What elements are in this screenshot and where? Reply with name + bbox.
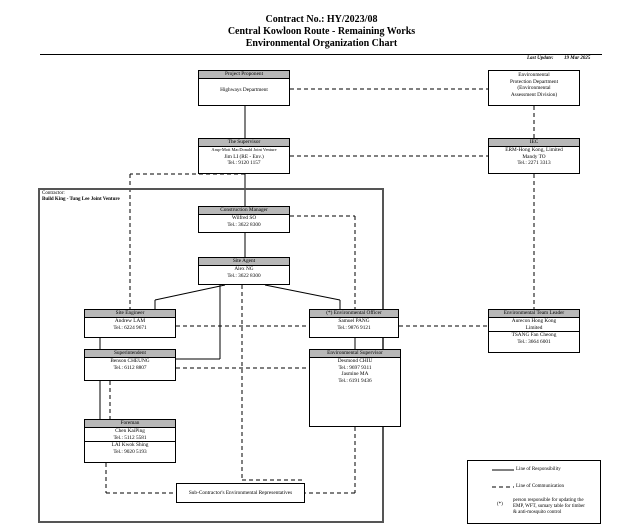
subcontractor-box: Sub-Contractor's Environmental Represent… <box>176 483 305 503</box>
legend-star-note-1: person responsible for updating the <box>513 498 584 503</box>
iec-org: ERM-Hong Kong, Limited <box>505 147 563 153</box>
last-update-date: 19 Mar 2025 <box>564 56 591 61</box>
iec-person: Mandy TO <box>522 153 546 160</box>
contractor-name: Build King - Tung Lee Joint Venture <box>42 197 120 202</box>
site-engineer-name: Andrew LAM <box>114 318 146 324</box>
environmental-officer-box: (*) Environmental Officer Samuel PANG Te… <box>309 309 399 338</box>
subcontractor-label: Sub-Contractor's Environmental Represent… <box>188 490 293 496</box>
supervisor-box: The Supervisor Arup-Mott MacDonald Joint… <box>198 138 290 174</box>
env-team-leader-separator <box>489 331 579 333</box>
site-engineer-title: Site Engineer <box>85 310 175 318</box>
epd-line-3: (Environmental <box>517 85 551 92</box>
site-engineer-box: Site Engineer Andrew LAM Tel.: 6224 9671 <box>84 309 176 338</box>
project-name-title: Central Kowloon Route - Remaining Works <box>227 26 416 37</box>
foreman-phone-1: Tel.: 5112 5581 <box>113 434 147 441</box>
construction-manager-title: Construction Manager <box>199 207 289 215</box>
env-team-leader-org-2: Limited <box>525 324 543 331</box>
env-team-leader-person: TSANG Fan Cheong <box>511 332 557 339</box>
construction-manager-name: Wilfred SO <box>231 215 257 221</box>
legend-star-note-3: & anti-mosquito control <box>513 510 562 515</box>
contract-number-title: Contract No.: HY/2023/08 <box>265 14 378 25</box>
foreman-title: Foreman <box>85 420 175 428</box>
superintendent-title: Superintendent <box>85 350 175 358</box>
site-agent-phone: Tel.: 3622 8300 <box>227 272 261 279</box>
construction-manager-box: Construction Manager Wilfred SO Tel.: 36… <box>198 206 290 233</box>
superintendent-box: Superintendent Benson CHEUNG Tel.: 6112 … <box>84 349 176 381</box>
env-supervisor-title: Environmental Supervisor <box>310 350 400 358</box>
foreman-separator <box>85 441 175 443</box>
iec-phone: Tel.: 2271 3313 <box>517 160 551 167</box>
supervisor-org: Arup-Mott MacDonald Joint Venture <box>211 147 277 152</box>
construction-manager-phone: Tel.: 3622 8300 <box>227 221 261 228</box>
site-agent-box: Site Agent Alex NG Tel.: 3622 8300 <box>198 257 290 285</box>
env-team-leader-phone: Tel.: 3664 6001 <box>517 338 551 345</box>
chart-title: Environmental Organization Chart <box>245 38 398 49</box>
project-proponent-org: Highways Department <box>220 87 268 93</box>
foreman-box: Foreman Chen KaiPing Tel.: 5112 5581 LAI… <box>84 419 176 463</box>
iec-box: IEC ERM-Hong Kong, Limited Mandy TO Tel.… <box>488 138 580 174</box>
env-supervisor-box: Environmental Supervisor Desmond CHIU Te… <box>309 349 401 427</box>
legend-star-note-2: EMP, WFT, sumary table for timber <box>513 504 585 509</box>
iec-title: IEC <box>489 139 579 147</box>
contractor-label: Contractor: <box>42 191 65 196</box>
project-proponent-box: Project Proponent Highways Department <box>198 70 290 106</box>
env-team-leader-title: Environmental Team Leader <box>489 310 579 318</box>
project-proponent-title: Project Proponent <box>199 71 289 79</box>
env-supervisor-person-1: Desmond CHIU <box>337 358 373 364</box>
environmental-officer-title: (*) Environmental Officer <box>310 310 398 318</box>
epd-box: Environmental Protection Department (Env… <box>488 70 580 106</box>
supervisor-person: Jim LI (RE - Env.) <box>224 153 264 160</box>
foreman-name-2: LAI Kwok Shing <box>111 442 149 449</box>
site-engineer-phone: Tel.: 6224 9671 <box>113 324 147 331</box>
env-supervisor-person-2: Jasmine MA <box>341 371 369 378</box>
legend-star: (*) <box>497 502 503 507</box>
env-supervisor-phone-1: Tel.: 9697 9311 <box>338 364 372 371</box>
epd-line-4: Assessment Division) <box>510 91 558 98</box>
foreman-phone-2: Tel.: 9020 5193 <box>113 448 147 455</box>
legend-responsibility: Line of Responsibility <box>516 467 561 472</box>
supervisor-phone: Tel.: 9120 1157 <box>227 160 261 167</box>
env-team-leader-org-1: Aurecon Hong Kong <box>511 318 557 324</box>
legend-communication: Line of Communication <box>516 484 565 489</box>
env-supervisor-phone-2: Tel.: 6191 9436 <box>338 377 372 384</box>
superintendent-phone: Tel.: 6112 8807 <box>113 364 147 371</box>
site-agent-name: Alex NG <box>234 266 254 272</box>
superintendent-name: Benson CHEUNG <box>110 358 150 364</box>
header-rule <box>40 54 602 55</box>
epd-line-2: Protection Department <box>509 78 559 85</box>
environmental-officer-name: Samuel PANG <box>338 318 370 324</box>
last-update-label: Last Update: <box>527 56 554 61</box>
epd-line-1: Environmental <box>518 72 550 78</box>
environmental-officer-phone: Tel.: 9876 9121 <box>337 324 371 331</box>
supervisor-title: The Supervisor <box>199 139 289 147</box>
legend-box <box>467 460 601 524</box>
env-team-leader-box: Environmental Team Leader Aurecon Hong K… <box>488 309 580 353</box>
site-agent-title: Site Agent <box>199 258 289 266</box>
foreman-name-1: Chen KaiPing <box>115 428 145 434</box>
